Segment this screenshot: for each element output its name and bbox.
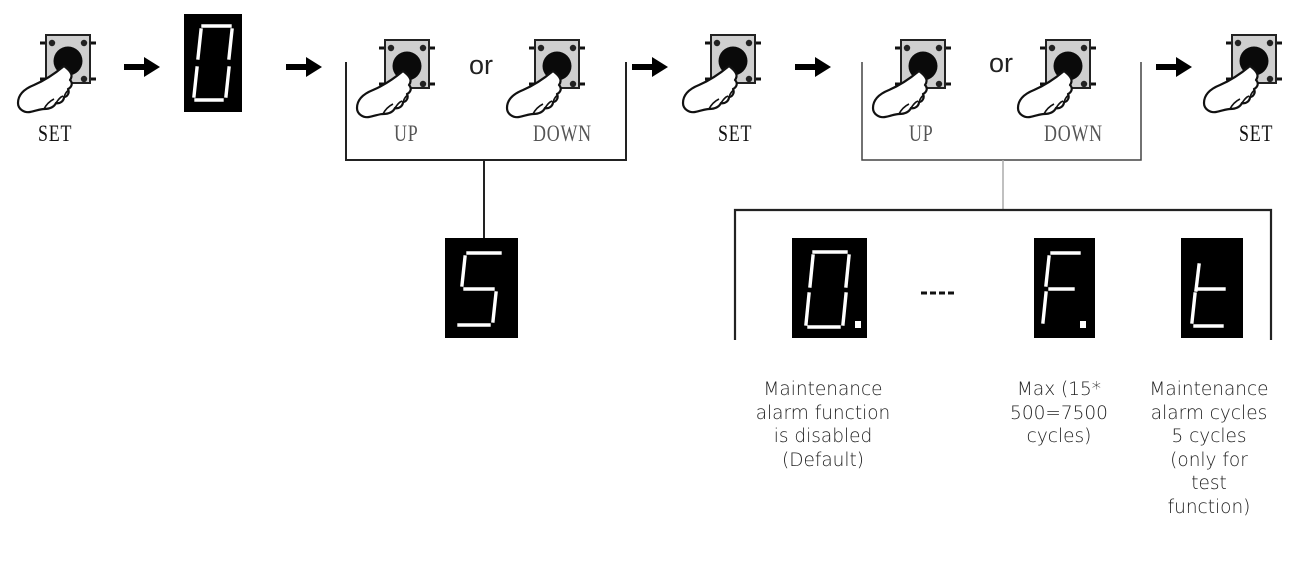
flow-arrow bbox=[124, 57, 160, 77]
flow-arrow bbox=[795, 57, 831, 77]
display-test-t bbox=[1181, 238, 1243, 338]
flow-arrow bbox=[286, 57, 322, 77]
up-button-1[interactable] bbox=[355, 38, 437, 119]
or-label-1: or bbox=[469, 50, 494, 80]
up-button-2[interactable] bbox=[871, 38, 953, 119]
display-first-zero bbox=[184, 14, 242, 112]
caption-test: Maintenance alarm cycles 5 cycles (only … bbox=[1149, 379, 1269, 518]
display-min-zero-dot bbox=[792, 238, 867, 338]
up-label-2: UP bbox=[909, 121, 934, 146]
flow-arrow bbox=[632, 57, 668, 77]
down-button-1[interactable] bbox=[505, 38, 587, 119]
display-param-s bbox=[445, 238, 518, 338]
flow-arrow bbox=[1156, 57, 1192, 77]
display-max-f-dot bbox=[1034, 238, 1095, 338]
set-button-1[interactable] bbox=[16, 33, 98, 114]
or-label-2: or bbox=[989, 48, 1014, 78]
up-label-1: UP bbox=[394, 121, 419, 146]
set-button-2[interactable] bbox=[681, 33, 763, 114]
down-label-1: DOWN bbox=[533, 121, 592, 146]
set-label-3: SET bbox=[1239, 121, 1274, 146]
bracket-up-down-2 bbox=[733, 62, 1273, 340]
caption-max: Max (15* 500=7500 cycles) bbox=[1010, 379, 1108, 447]
set-label-2: SET bbox=[718, 121, 753, 146]
bracket-up-down-1 bbox=[345, 62, 627, 238]
down-button-2[interactable] bbox=[1016, 38, 1098, 119]
set-label-1: SET bbox=[38, 121, 73, 146]
caption-disabled: Maintenance alarm function is disabled (… bbox=[755, 379, 891, 471]
set-button-3[interactable] bbox=[1202, 33, 1284, 114]
down-label-2: DOWN bbox=[1044, 121, 1103, 146]
